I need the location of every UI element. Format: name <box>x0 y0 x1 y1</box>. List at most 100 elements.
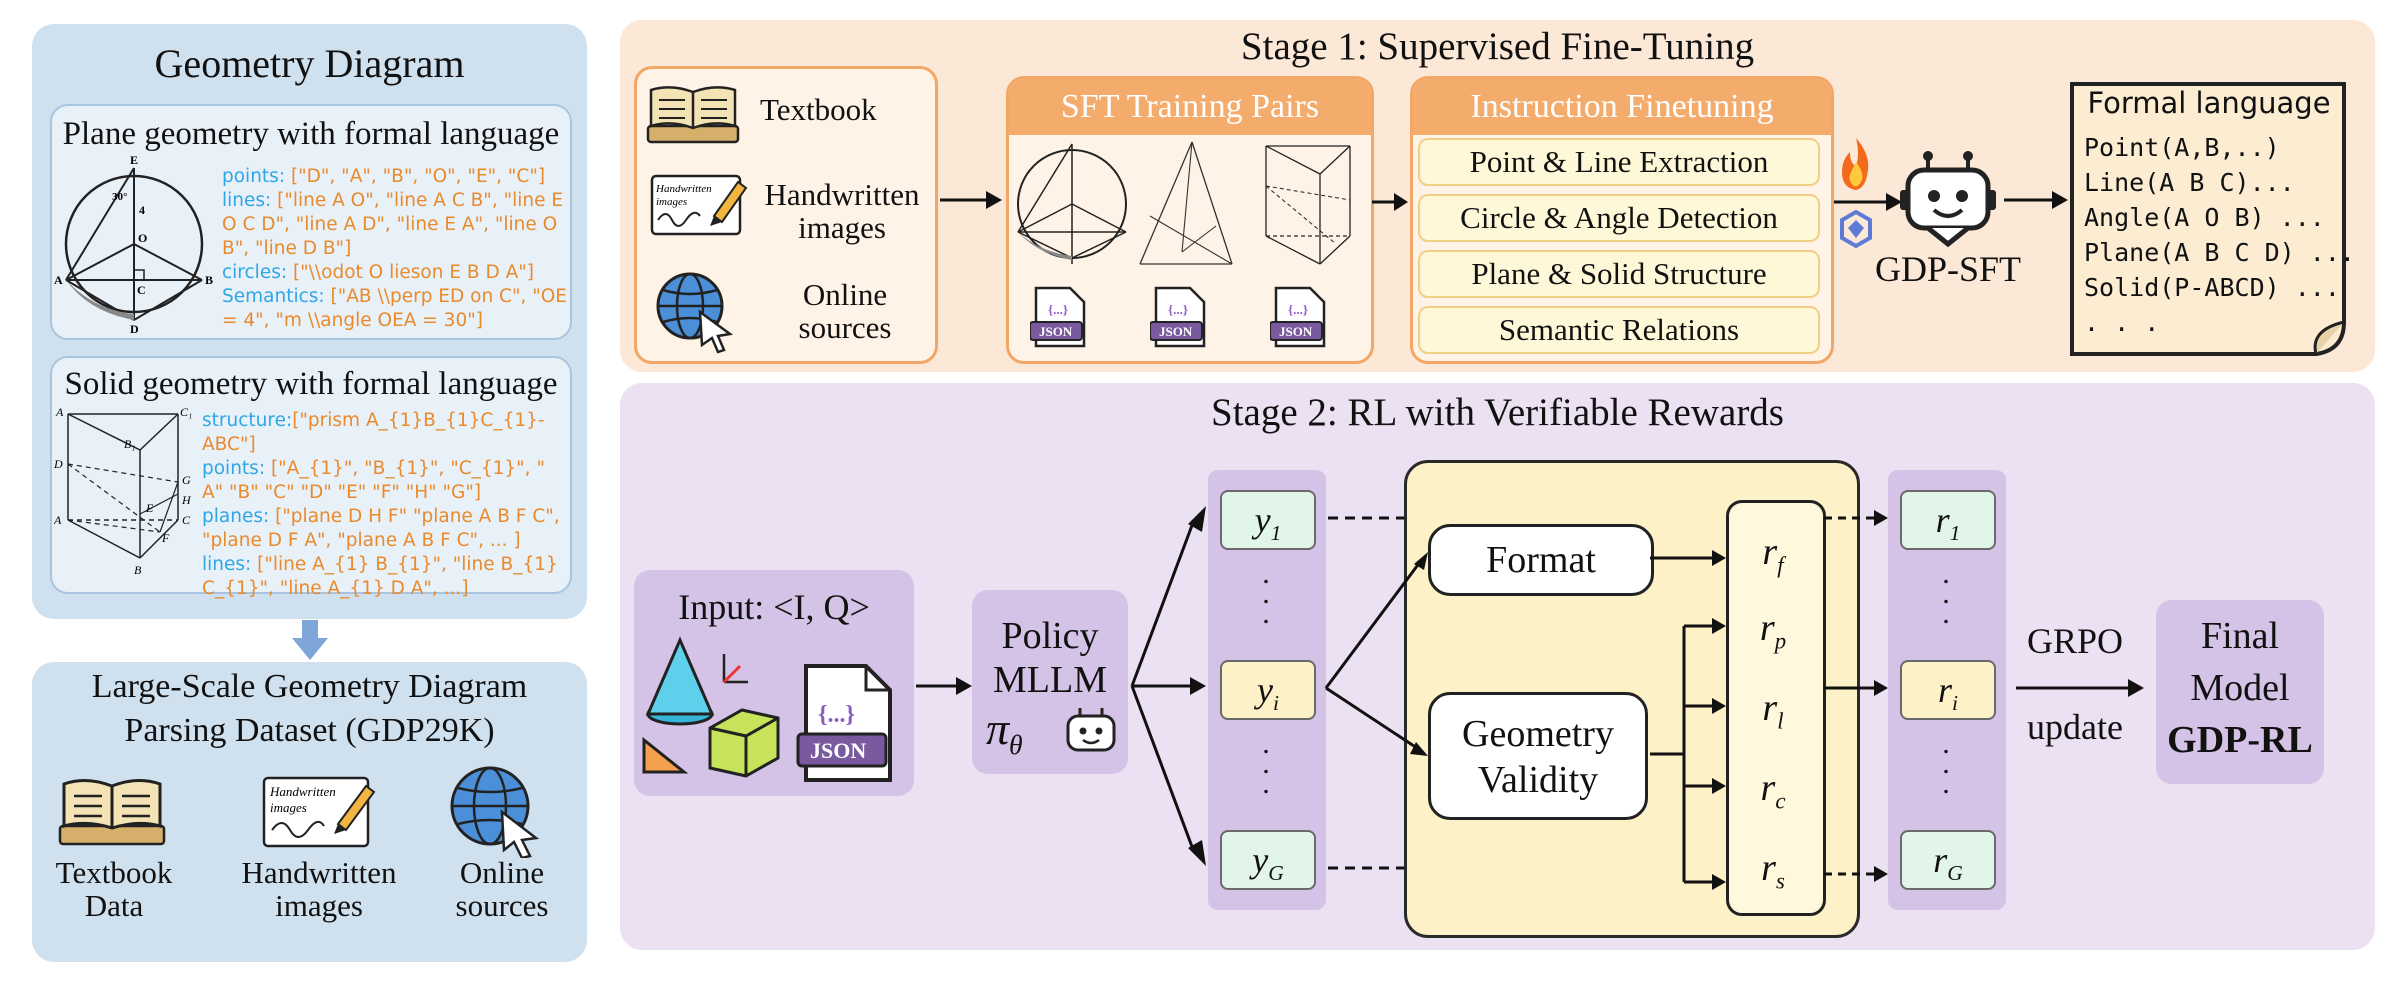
code-line: A" "B" "C" "D" "E" "F" "H" "G"] <box>202 481 570 505</box>
output-y1: y1 <box>1220 490 1316 550</box>
json-braces: {...} <box>1288 302 1308 317</box>
globe-icon <box>450 766 540 858</box>
json-label: JSON <box>1279 324 1313 339</box>
code-line: "plane D F A", "plane A B F C", ... ] <box>202 529 570 553</box>
code-value: = 4", "m \\angle OEA = 30"] <box>222 310 483 331</box>
shapes-icon <box>642 636 780 778</box>
sparkle-icon <box>1840 210 1872 249</box>
stage1-source-online: Online sources <box>770 278 920 344</box>
solid-fig-label: A <box>54 513 62 527</box>
stage1-source-line: Online <box>802 277 888 312</box>
dataset-title-line1: Large-Scale Geometry Diagram <box>91 668 528 705</box>
stage1-source-line: Handwritten <box>764 177 920 212</box>
formal-language-line: Solid(P-ABCD) ... <box>2084 273 2340 302</box>
globe-icon <box>656 272 734 354</box>
handwritten-icon-text: images <box>656 196 687 208</box>
code-value: C_{1}", "line A_{1} D A", ...] <box>202 578 469 599</box>
code-line: Semantics: ["AB \\perp ED on C", "OE <box>222 285 567 309</box>
code-value: B", "line D B"] <box>222 238 352 259</box>
solid-geometry-figure: A C₁ B₁ D G H E A C F B <box>54 405 192 577</box>
solid-fig-label: E <box>145 501 154 515</box>
code-value: ["line A_{1} B_{1}", "line B_{1} <box>251 554 558 575</box>
code-value: ["A_{1}", "B_{1}", "C_{1}", " <box>265 458 545 479</box>
instruction-item: Point & Line Extraction <box>1418 138 1820 186</box>
code-line: circles: ["\\odot O lieson E B D A"] <box>222 261 567 285</box>
validity-line: Geometry <box>1462 713 1614 755</box>
stage1-source-line: sources <box>798 310 892 345</box>
code-value: O C D", "line A D", "line E A", "line O <box>222 214 558 235</box>
json-file-icon: {...} JSON <box>1150 286 1206 348</box>
arrow-right <box>2004 191 2068 209</box>
code-line: points: ["D", "A", "B", "O", "E", "C"] <box>222 165 567 189</box>
plane-fig-label: E <box>130 153 138 167</box>
grpo-label: GRPO <box>2026 621 2124 661</box>
plane-card-title: Plane geometry with formal language <box>62 116 560 152</box>
sft-sample-figures <box>1017 141 1351 265</box>
stage1-source-textbook: Textbook <box>760 92 877 127</box>
final-model-name: GDP-RL <box>2167 719 2313 761</box>
dataset-source-line: Data <box>84 888 144 923</box>
handwritten-icon: Handwritten images <box>650 174 748 236</box>
dataset-source-label: Handwritten images <box>224 856 414 922</box>
reward-rf: rf <box>1762 531 1784 578</box>
code-key: Semantics: <box>222 286 325 307</box>
stage2-arrows <box>1324 516 1726 890</box>
code-line: points: ["A_{1}", "B_{1}", "C_{1}", " <box>202 457 570 481</box>
final-model-box <box>2156 600 2324 784</box>
policy-line: Policy <box>1001 615 1099 657</box>
plane-fig-label: 4 <box>139 203 145 217</box>
code-key: points: <box>222 166 286 187</box>
robot-icon <box>1900 151 1996 248</box>
plane-formal-code: points: ["D", "A", "B", "O", "E", "C"]li… <box>222 165 567 333</box>
format-box: Format <box>1428 524 1654 596</box>
reward-output-arrows <box>1824 510 1888 882</box>
handwritten-icon-text: Handwritten <box>655 183 712 195</box>
instruction-item: Plane & Solid Structure <box>1418 250 1820 298</box>
dataset-source-line: Handwritten <box>241 855 397 890</box>
solid-card-title: Solid geometry with formal language <box>64 366 558 402</box>
dataset-source-line: Textbook <box>55 855 173 890</box>
formal-language-line: Point(A,B,..) <box>2084 133 2280 162</box>
solid-fig-label: D <box>54 457 63 471</box>
dataset-source-line: images <box>275 888 363 923</box>
code-value: ["plane D H F" "plane A B F C", <box>269 506 560 527</box>
instruction-item: Circle & Angle Detection <box>1418 194 1820 242</box>
json-braces: {...} <box>818 702 855 728</box>
plane-fig-label: A <box>54 273 63 287</box>
plane-fig-label: C <box>137 283 146 297</box>
formal-language-title: Formal language <box>2087 86 2331 120</box>
json-label: JSON <box>1039 324 1073 339</box>
code-value: ["\\odot O lieson E B D A"] <box>287 262 534 283</box>
gdp-sft-label: GDP-SFT <box>1874 249 2022 289</box>
code-line: = 4", "m \\angle OEA = 30"] <box>222 309 567 333</box>
update-label: update <box>2027 707 2123 747</box>
output-yG: yG <box>1220 830 1316 890</box>
output-yi: yi <box>1220 660 1316 720</box>
dataset-title-line2: Parsing Dataset (GDP29K) <box>124 712 495 749</box>
solid-fig-label: B₁ <box>124 437 136 451</box>
validity-line: Validity <box>1477 759 1599 801</box>
formal-language-line: Line(A B C)... <box>2084 168 2295 197</box>
code-line: structure:["prism A_{1}B_{1}C_{1}-ABC"] <box>202 409 570 457</box>
json-braces: {...} <box>1048 302 1068 317</box>
dataset-source-line: sources <box>455 888 549 923</box>
code-line: C_{1}", "line A_{1} D A", ...] <box>202 577 570 601</box>
formal-language-line: Angle(A O B) ... <box>2084 203 2325 232</box>
reward-rl: rl <box>1762 687 1784 734</box>
code-key: circles: <box>222 262 288 283</box>
plane-fig-label: 30° <box>112 191 127 203</box>
reward-rc: rc <box>1760 767 1786 814</box>
instruction-item: Semantic Relations <box>1418 306 1820 354</box>
final-model-label: Final Model GDP-RL <box>2156 610 2324 766</box>
reward-ri: ri <box>1900 660 1996 720</box>
left-panel-title: Geometry Diagram <box>154 41 465 86</box>
stage1-source-line: images <box>798 210 886 245</box>
code-key: points: <box>202 458 266 479</box>
plane-fig-label: O <box>138 231 147 245</box>
code-key: lines: <box>222 190 272 211</box>
code-line: O C D", "line A D", "line E A", "line O <box>222 213 567 237</box>
dataset-source-label: Textbook Data <box>44 856 184 922</box>
reward-rG: rG <box>1900 830 1996 890</box>
solid-fig-label: C₁ <box>180 405 192 419</box>
fire-icon <box>1842 138 1869 190</box>
